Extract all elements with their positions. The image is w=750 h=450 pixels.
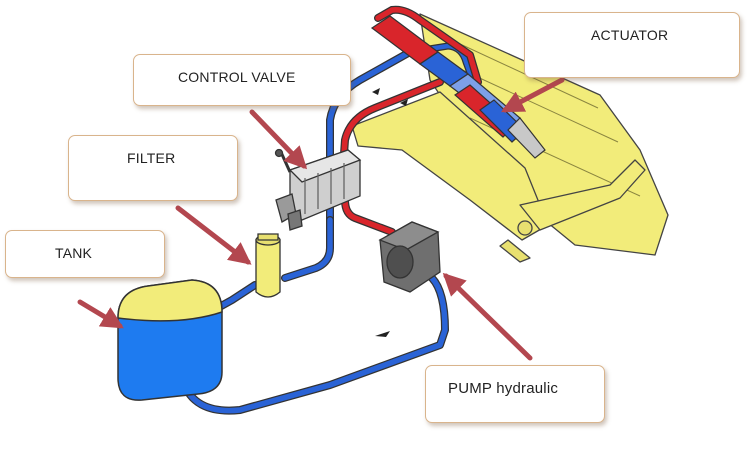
actuator-pointer-arrow — [501, 77, 565, 113]
filter-pointer-arrow — [175, 205, 252, 265]
control-valve-label: CONTROL VALVE — [178, 69, 296, 85]
tank-callout: TANK — [5, 230, 165, 278]
dozer-frame — [351, 13, 669, 263]
pump-pointer-arrow — [442, 272, 533, 361]
actuator-callout: ACTUATOR — [524, 12, 740, 78]
push-arm — [351, 91, 549, 241]
pump-label: PUMP hydraulic — [448, 380, 559, 397]
tank-pointer-arrow — [77, 299, 124, 329]
filter-canister — [255, 233, 281, 298]
filter-label: FILTER — [127, 150, 176, 166]
tank-label: TANK — [55, 245, 93, 261]
return-lines — [178, 42, 484, 415]
pointer-arrows — [77, 77, 565, 361]
control-valve — [274, 148, 362, 231]
hydraulic-tank — [117, 279, 223, 401]
control-valve-callout: CONTROL VALVE — [133, 54, 351, 106]
pressure-lines — [338, 5, 482, 236]
actuator-cylinders — [370, 15, 546, 159]
pump-callout: PUMP hydraulic — [425, 365, 605, 423]
flow-direction-marks — [372, 88, 408, 337]
hydraulic-pump — [378, 221, 441, 293]
control-valve-pointer-arrow — [249, 109, 308, 170]
filter-callout: FILTER — [68, 135, 238, 201]
actuator-label: ACTUATOR — [591, 27, 669, 43]
